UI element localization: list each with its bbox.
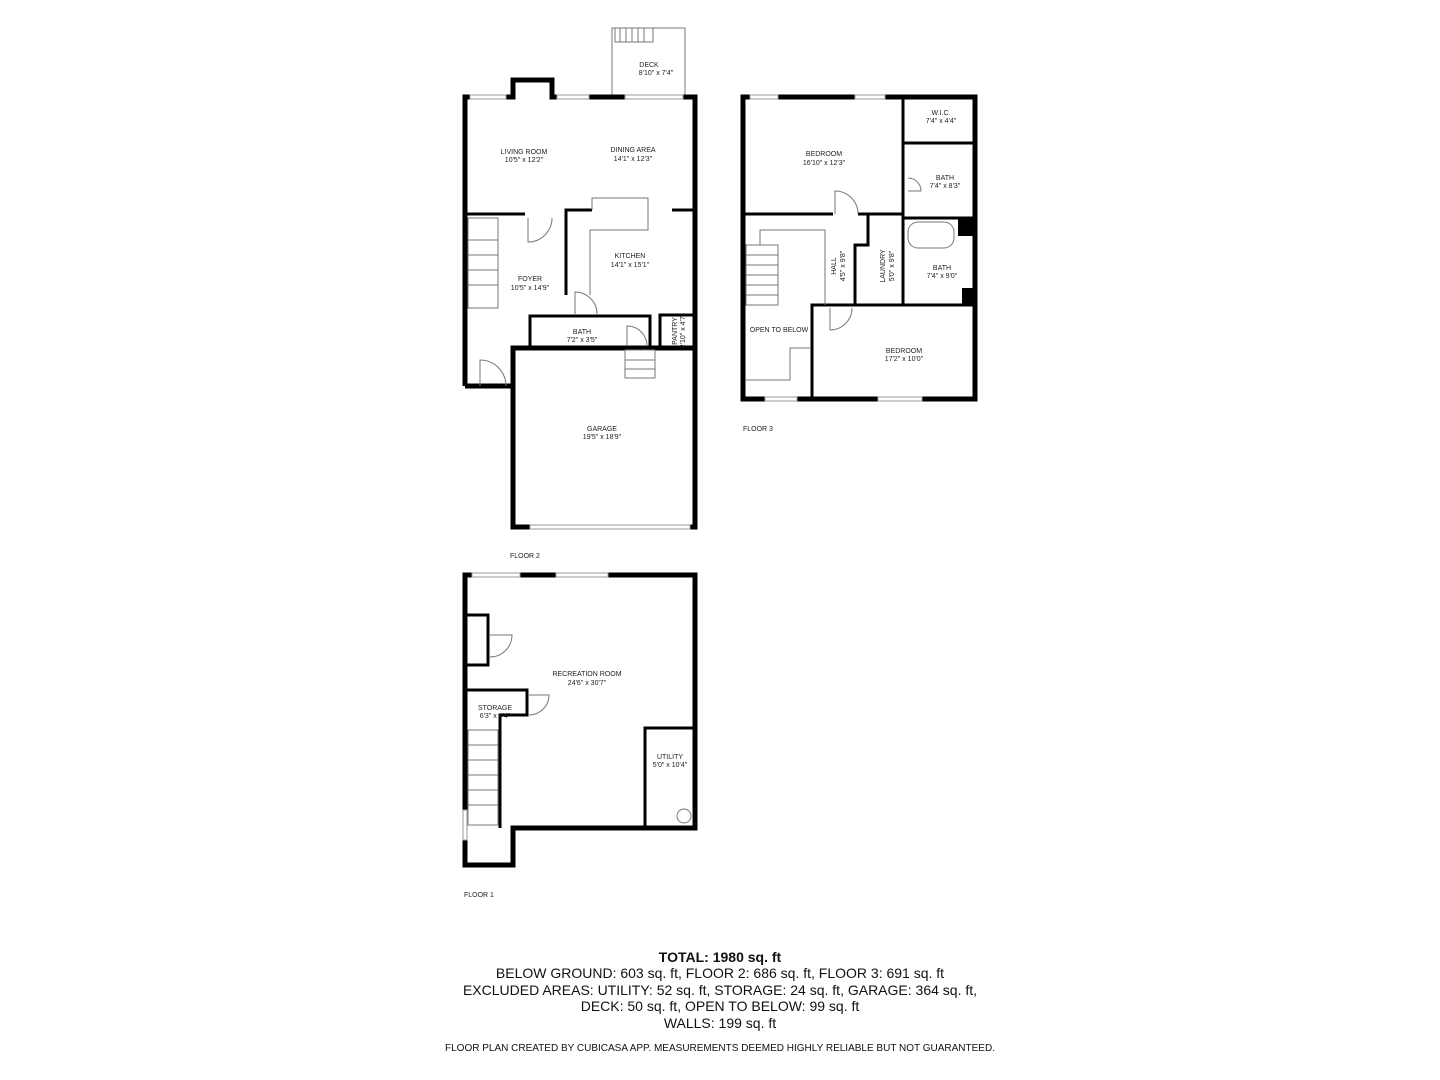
- bath-walls: [528, 314, 652, 350]
- room-name: OPEN TO BELOW: [750, 327, 809, 334]
- room-dims: 6'3" x 4'4": [480, 713, 511, 720]
- room-dims: 7'2" x 3'5": [567, 337, 598, 344]
- door-swing-icon: [489, 634, 513, 658]
- closet-wall: [465, 613, 490, 667]
- room-dims: 5'0" x 10'4": [653, 762, 688, 769]
- room-name: W.I.C.: [931, 110, 950, 117]
- door-swing-icon: [834, 190, 859, 215]
- room-name: BEDROOM: [806, 151, 842, 158]
- room-dims: 16'10" x 12'3": [803, 160, 846, 167]
- room-name: HALL: [831, 257, 838, 275]
- door-swing-icon: [907, 177, 922, 192]
- window: [854, 94, 886, 100]
- room-name: DINING AREA: [610, 147, 655, 154]
- floor-3-plan: BEDROOM 16'10" x 12'3" W.I.C. 7'4" x 4'4…: [740, 94, 978, 433]
- window: [749, 94, 779, 100]
- stairs-icon: [467, 217, 656, 379]
- storage-wall: [465, 688, 529, 828]
- room-dims: 8'10" x 7'4": [639, 70, 674, 77]
- stairs-icon: [467, 729, 499, 826]
- window: [556, 94, 590, 100]
- area-line: DECK: 50 sq. ft, OPEN TO BELOW: 99 sq. f…: [580, 998, 860, 1014]
- room-dims: 4'5" x 9'8": [840, 250, 847, 281]
- credit-note: FLOOR PLAN CREATED BY CUBICASA APP. MEAS…: [445, 1043, 995, 1054]
- room-name: BEDROOM: [886, 348, 922, 355]
- room-name: GARAGE: [587, 426, 617, 433]
- room-dims: 7'4" x 8'3": [930, 183, 961, 190]
- wall-column: [962, 288, 975, 305]
- area-line: WALLS: 199 sq. ft: [663, 1014, 777, 1031]
- floor-1-exterior-wall: [462, 572, 698, 868]
- floor-label: FLOOR 1: [464, 892, 494, 899]
- room-name: UTILITY: [657, 754, 683, 761]
- room-name: STORAGE: [478, 705, 512, 712]
- wall-column: [958, 218, 975, 236]
- window: [469, 94, 507, 100]
- room-name: BATH: [573, 329, 591, 336]
- sliding-door: [624, 94, 684, 100]
- door-swing-icon: [479, 359, 507, 387]
- kitchen-island: [589, 197, 649, 295]
- water-heater-icon: [676, 808, 692, 824]
- window: [462, 809, 468, 841]
- room-dims: 17'2" x 10'0": [885, 356, 924, 363]
- pantry-walls: [658, 313, 697, 350]
- room-dims: 14'1" x 12'3": [614, 156, 653, 163]
- stairs-icon: [745, 229, 826, 381]
- bathtub-icon: [907, 221, 955, 249]
- window: [877, 396, 923, 402]
- room-dims: 7'4" x 4'4": [926, 118, 957, 125]
- room-dims: 7'4" x 9'0": [927, 273, 958, 280]
- room-dims: 5'0" x 9'8": [889, 250, 896, 281]
- kitchen-wall: [564, 208, 592, 295]
- room-name: LAUNDRY: [880, 249, 887, 283]
- room-dims: 24'6" x 30'7": [568, 680, 607, 687]
- floor-1-plan: RECREATION ROOM 24'6" x 30'7" STORAGE 6'…: [462, 572, 698, 899]
- floor-label: FLOOR 3: [743, 426, 773, 433]
- room-dims: 14'1" x 15'1": [611, 262, 650, 269]
- garage-door: [529, 524, 691, 530]
- floor-2-plan: DECK 8'10" x 7'4" LIVING ROOM 10'5" x 12…: [462, 27, 698, 560]
- door-swing-icon: [528, 694, 550, 716]
- floor-label: FLOOR 2: [510, 553, 540, 560]
- utility-wall: [643, 726, 695, 828]
- room-dims: 10'5" x 14'9": [511, 285, 550, 292]
- door-swing-icon: [626, 325, 648, 347]
- room-name: BATH: [936, 175, 954, 182]
- room-name: PANTRY: [672, 317, 679, 345]
- room-name: KITCHEN: [615, 253, 646, 260]
- room-name: BATH: [933, 265, 951, 272]
- door-swing-icon: [527, 217, 553, 243]
- room-name: DECK: [639, 62, 659, 69]
- door-swing-icon: [829, 307, 853, 331]
- wall: [810, 303, 975, 399]
- area-line: EXCLUDED AREAS: UTILITY: 52 sq. ft, STOR…: [462, 981, 978, 998]
- room-name: FOYER: [518, 276, 542, 283]
- room-name: RECREATION ROOM: [552, 671, 621, 678]
- room-dims: 10'5" x 12'2": [505, 157, 544, 164]
- area-breakdown: BELOW GROUND: 603 sq. ft, FLOOR 2: 686 s…: [0, 965, 1440, 1031]
- room-name: LIVING ROOM: [501, 149, 548, 156]
- wall: [853, 214, 870, 305]
- window: [471, 572, 521, 578]
- door-swing-icon: [574, 291, 598, 315]
- window: [764, 396, 798, 402]
- window: [555, 572, 609, 578]
- room-dims: 2'10" x 4'7": [680, 313, 687, 348]
- total-area: TOTAL: 1980 sq. ft: [658, 949, 782, 965]
- deck-stairs-icon: [614, 27, 654, 43]
- area-line: BELOW GROUND: 603 sq. ft, FLOOR 2: 686 s…: [495, 965, 945, 981]
- room-dims: 19'5" x 18'9": [583, 434, 622, 441]
